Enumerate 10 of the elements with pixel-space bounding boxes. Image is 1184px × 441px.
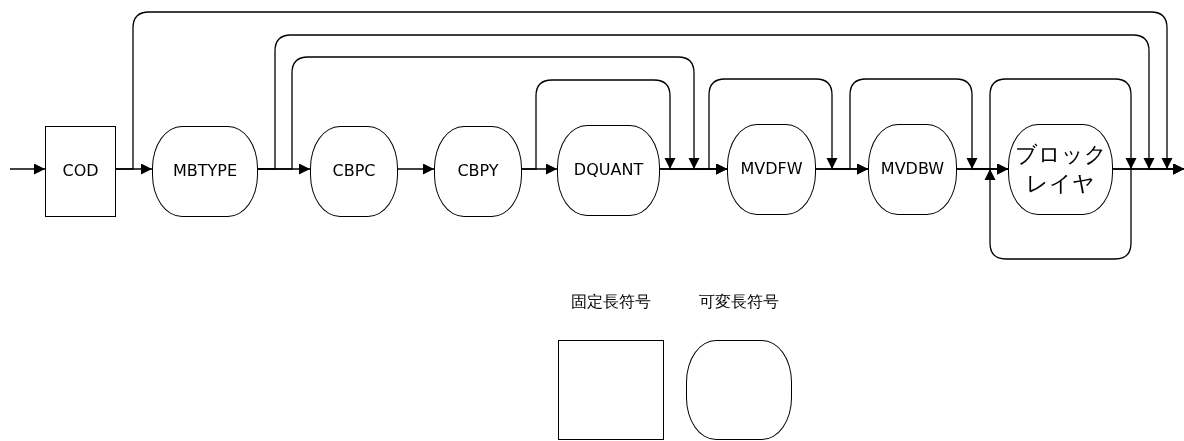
variable-length-box: CBPC — [310, 126, 398, 217]
variable-length-box: DQUANT — [557, 125, 660, 216]
variable-length-box: MVDFW — [727, 124, 816, 215]
fixed-length-box: COD — [45, 126, 116, 217]
legend-heading: 固定長符号 — [570, 292, 652, 313]
variable-length-box: MVDBW — [868, 124, 957, 215]
variable-length-box: ブロックレイヤ — [1008, 124, 1113, 215]
legend-heading: 可変長符号 — [698, 292, 780, 313]
variable-length-box: MBTYPE — [152, 126, 258, 217]
variable-length-box: CBPY — [434, 126, 522, 217]
